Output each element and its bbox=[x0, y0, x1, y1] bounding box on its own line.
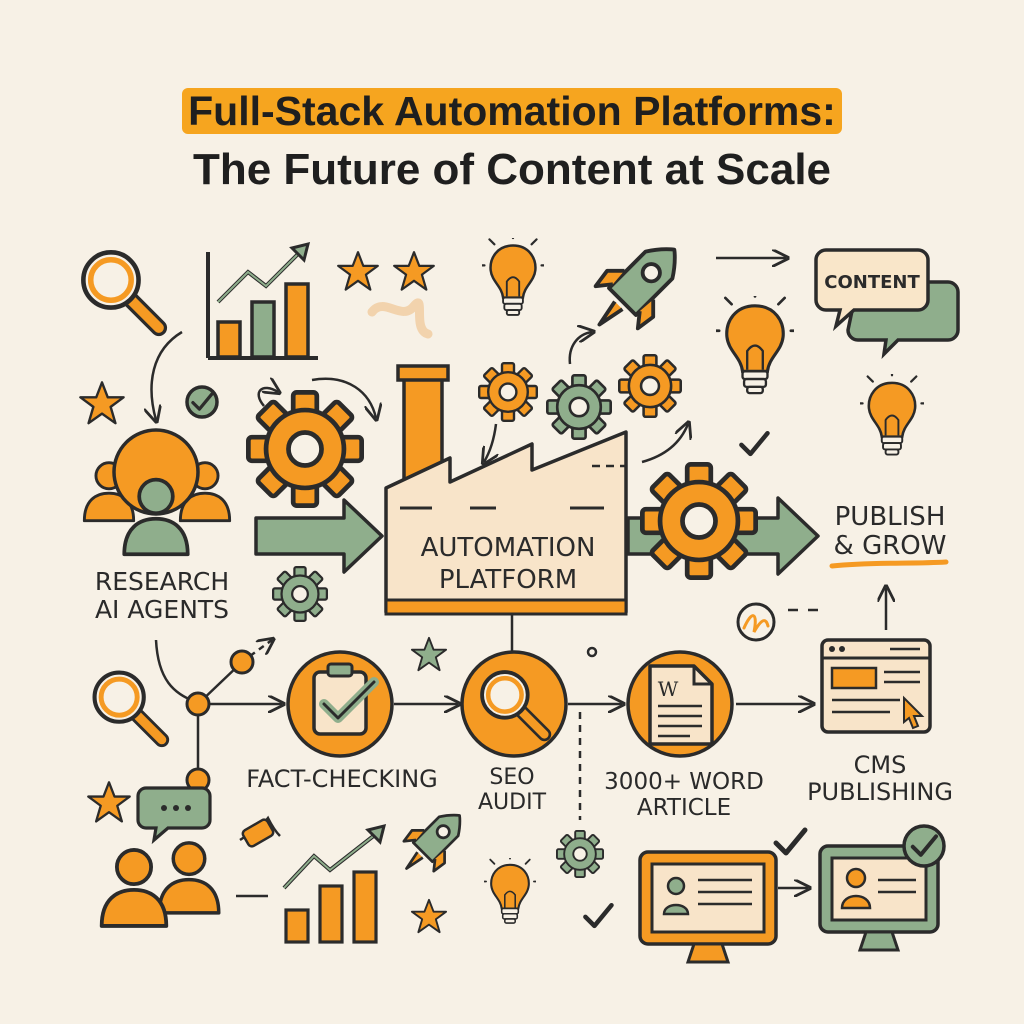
magnifier-icon bbox=[83, 252, 158, 327]
publish-label-line2: & GROW bbox=[833, 531, 947, 562]
star-icon bbox=[87, 781, 131, 823]
gear-icon bbox=[248, 392, 361, 505]
lightbulb-icon bbox=[860, 374, 924, 456]
star-icon bbox=[337, 251, 379, 291]
factory-icon: AUTOMATION PLATFORM bbox=[367, 298, 628, 616]
platform-label-line1: AUTOMATION bbox=[421, 533, 596, 563]
gear-icon bbox=[618, 354, 682, 418]
signature-badge-icon bbox=[736, 602, 776, 642]
flow-arrow bbox=[152, 330, 183, 420]
title-line1: Full-Stack Automation Platforms: bbox=[0, 88, 1024, 135]
flow-arrow bbox=[484, 423, 496, 462]
flow-arrow bbox=[311, 377, 376, 418]
monitor-icon bbox=[638, 850, 778, 964]
rocket-icon bbox=[593, 247, 677, 331]
content-label: CONTENT bbox=[824, 272, 920, 293]
flow-arrow bbox=[568, 332, 592, 365]
lightbulb-icon bbox=[484, 858, 536, 925]
publish-label-line1: PUBLISH bbox=[834, 502, 946, 532]
cms-label-line1: CMS bbox=[853, 751, 907, 779]
seo-audit-icon bbox=[460, 650, 568, 758]
star-icon bbox=[410, 898, 448, 934]
flow-arrow bbox=[257, 388, 278, 407]
check-icon bbox=[776, 830, 805, 853]
seo-audit-label-line2: AUDIT bbox=[477, 789, 547, 815]
research-label-line1: RESEARCH bbox=[94, 567, 230, 596]
bar-chart-icon bbox=[206, 241, 318, 360]
gear-icon bbox=[556, 830, 604, 878]
star-icon bbox=[79, 381, 125, 425]
article-label: 3000+ WORD ARTICLE bbox=[604, 769, 764, 822]
publish-underline bbox=[829, 559, 949, 569]
lightbulb-icon bbox=[482, 238, 544, 317]
research-label: RESEARCH AI AGENTS bbox=[95, 568, 229, 624]
bar-chart-icon bbox=[282, 823, 387, 944]
dna-icon bbox=[239, 815, 281, 848]
lightbulb-icon bbox=[716, 296, 794, 395]
gear-icon bbox=[272, 566, 328, 622]
seo-audit-label: SEO AUDIT bbox=[477, 765, 547, 815]
rocket-icon bbox=[402, 813, 462, 873]
content-speech-bubble: CONTENT bbox=[814, 248, 960, 359]
cms-label-line2: PUBLISHING bbox=[807, 777, 953, 806]
article-label-line2: ARTICLE bbox=[636, 794, 732, 821]
seo-audit-label-line1: SEO bbox=[489, 765, 535, 790]
check-icon bbox=[585, 905, 611, 926]
document-icon: W bbox=[626, 650, 734, 758]
check-badge-icon bbox=[185, 385, 219, 419]
people-icon bbox=[99, 841, 221, 928]
browser-window-icon bbox=[820, 638, 932, 734]
star-icon bbox=[410, 636, 448, 672]
check-icon bbox=[741, 433, 767, 454]
people-icon bbox=[82, 428, 232, 557]
title-line2: The Future of Content at Scale bbox=[192, 145, 832, 194]
article-label-line1: 3000+ WORD bbox=[604, 769, 764, 795]
document-letter: W bbox=[658, 677, 679, 701]
flow-arrow bbox=[641, 424, 688, 464]
gear-icon bbox=[478, 362, 538, 422]
network-node-icon bbox=[154, 640, 272, 793]
title-highlight: Full-Stack Automation Platforms: bbox=[182, 88, 842, 134]
monitor-icon bbox=[818, 824, 946, 952]
gear-icon bbox=[642, 464, 755, 577]
publish-label: PUBLISH & GROW bbox=[833, 502, 947, 562]
gear-icon bbox=[546, 374, 612, 440]
platform-label-line2: PLATFORM bbox=[439, 565, 577, 595]
flow-arrow-into-platform bbox=[254, 498, 384, 574]
star-icon bbox=[393, 251, 435, 291]
research-label-line2: AI AGENTS bbox=[94, 595, 230, 624]
magnifier-icon bbox=[95, 673, 162, 740]
fact-checking-label: FACT-CHECKING bbox=[246, 765, 438, 793]
cms-label: CMS PUBLISHING bbox=[807, 752, 953, 806]
speech-bubble-icon bbox=[136, 786, 212, 845]
checklist-icon bbox=[286, 650, 394, 758]
